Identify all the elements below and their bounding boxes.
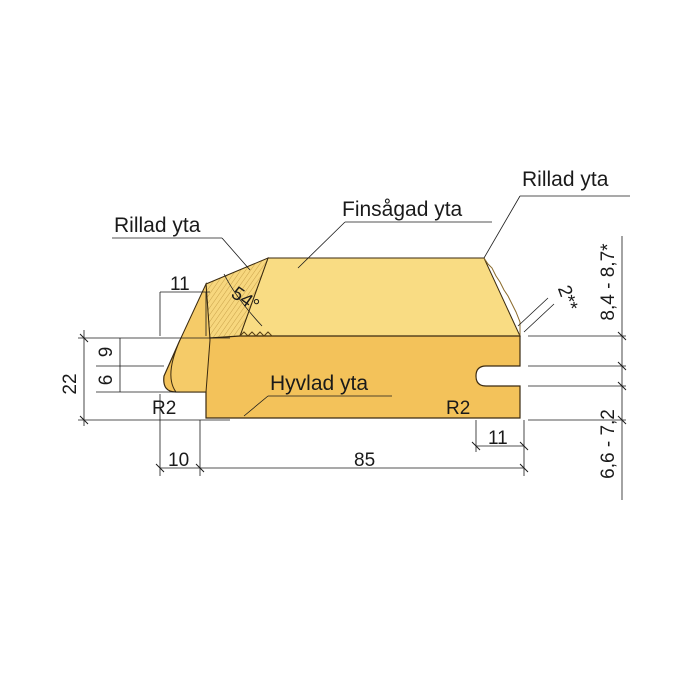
board-top-face [239, 257, 521, 337]
dim-slot-width: 11 [488, 428, 508, 449]
dim-radius-right: R2 [446, 398, 470, 419]
dim-tongue-width: 11 [170, 274, 190, 295]
serration-line [239, 331, 273, 337]
dim-groove-a: 6 [96, 375, 117, 386]
dimension-lines [78, 195, 630, 500]
dim-right-top: 8,4 - 8,7* [598, 243, 619, 321]
dim-chamfer: 2** [553, 283, 582, 315]
dim-radius-left: R2 [152, 398, 176, 419]
dim-right-bottom: 6,6 - 7,2 [598, 409, 619, 479]
dim-total-height: 22 [60, 373, 81, 394]
label-hyvlad-yta: Hyvlad yta [270, 372, 368, 395]
label-rillad-yta-left: Rillad yta [114, 214, 201, 237]
dim-main-width: 85 [354, 450, 375, 471]
board-front-face [163, 335, 521, 419]
label-rillad-yta-right: Rillad yta [522, 168, 609, 191]
rillad-edge-right [483, 257, 521, 336]
dimension-ticks [79, 331, 627, 473]
dim-groove-b: 9 [96, 347, 117, 358]
label-finsagad-yta: Finsågad yta [342, 198, 463, 221]
dim-left-offset: 10 [168, 450, 189, 471]
